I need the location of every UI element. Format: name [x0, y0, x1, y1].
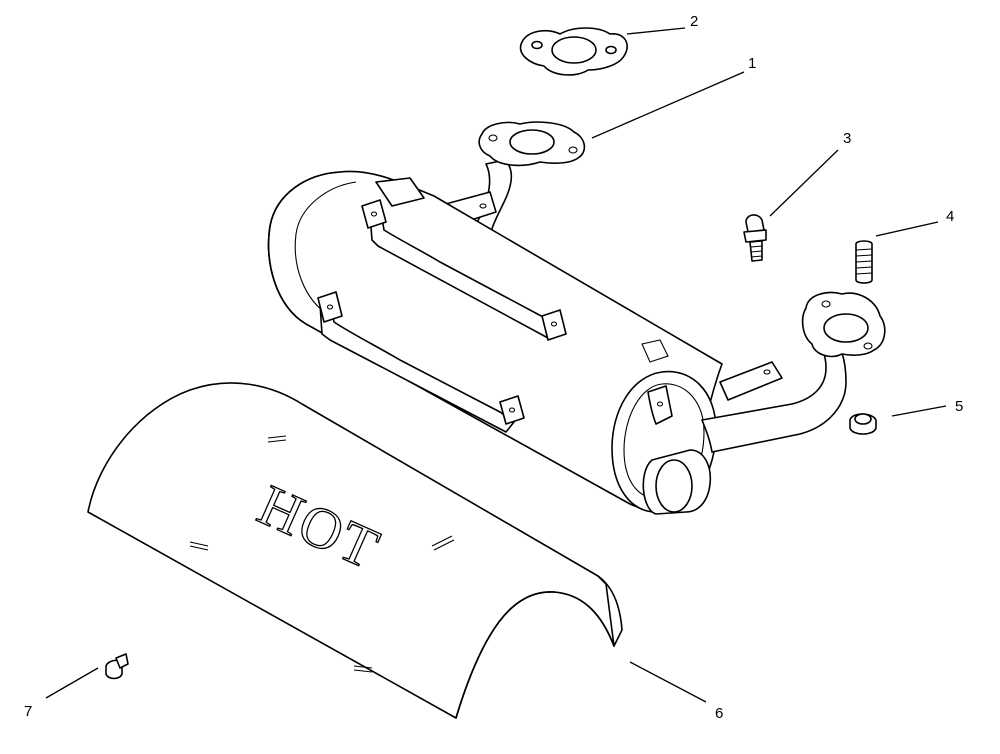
callout-labels: 1 2 3 4 5 6 7: [24, 13, 963, 722]
screw: [105, 653, 129, 680]
callout-lines: [45, 27, 947, 703]
gasket: [519, 27, 628, 76]
callout-7: 7: [24, 703, 32, 720]
callout-6: 6: [715, 705, 723, 722]
muffler-assembly: [267, 121, 886, 515]
leader-2: [626, 27, 686, 35]
heat-shield: HOT: [87, 382, 623, 719]
callout-2: 2: [690, 13, 698, 30]
leader-3: [769, 149, 839, 217]
callout-5: 5: [955, 398, 963, 415]
stud: [855, 240, 873, 284]
leader-5: [891, 405, 947, 417]
leader-7: [45, 667, 99, 699]
callout-3: 3: [843, 130, 851, 147]
leader-1: [591, 71, 745, 139]
bolt: [743, 214, 767, 262]
nut: [849, 413, 877, 435]
callout-1: 1: [748, 55, 756, 72]
leader-4: [875, 221, 939, 237]
leader-6: [629, 661, 707, 703]
callout-4: 4: [946, 208, 954, 225]
